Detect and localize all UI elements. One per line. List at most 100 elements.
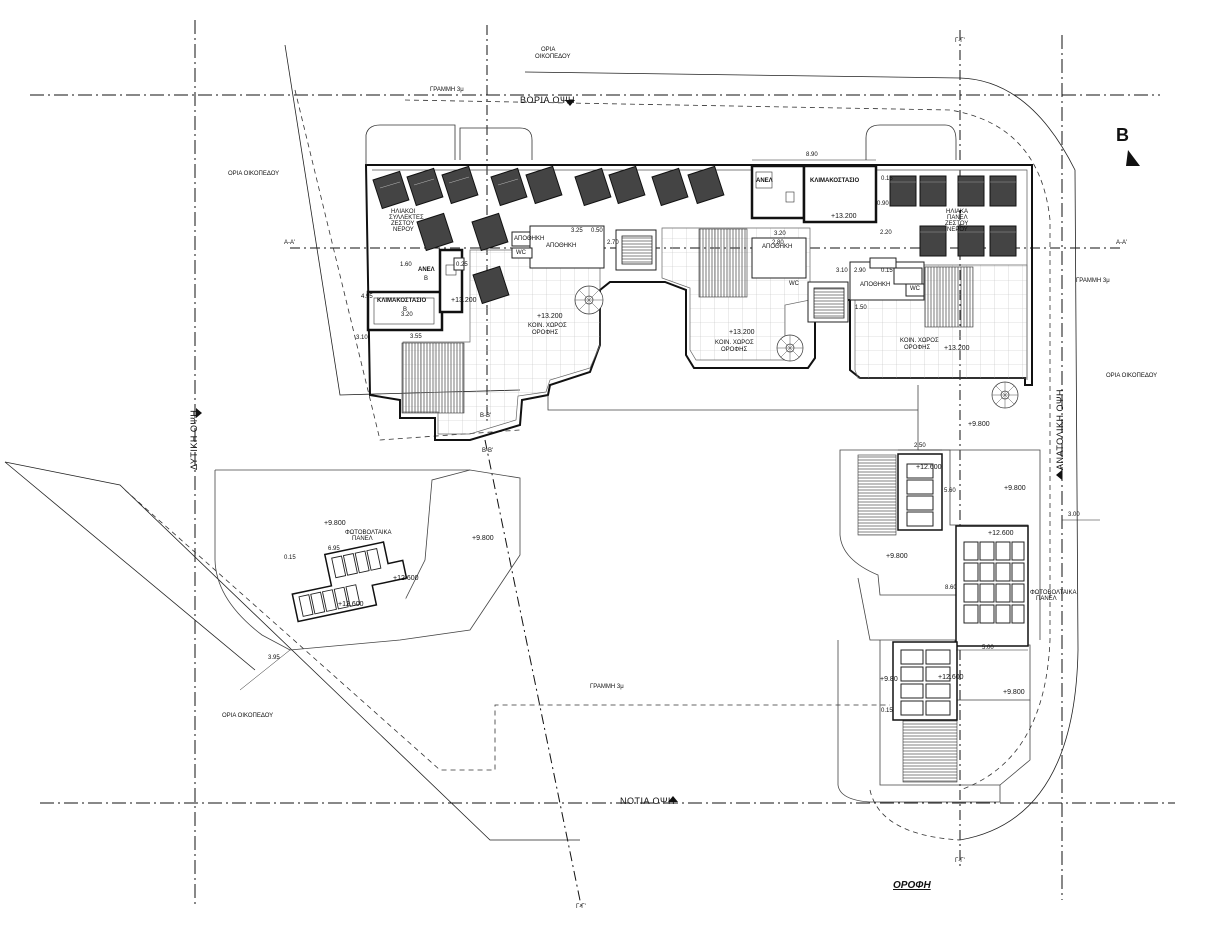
storage-label-4: ΑΠΟΘΗΚΗ	[514, 236, 545, 242]
level-mark: +9.800	[1003, 689, 1025, 696]
level-mark: +9.800	[324, 520, 346, 527]
setback-label-right: ΓΡΑΜΜΗ 3μ	[1076, 278, 1110, 284]
section-marker-d-bottom: Γ-Γ'	[576, 904, 586, 910]
skylight-left	[284, 532, 408, 629]
wc-label-2: WC	[789, 281, 799, 287]
solar-right-label-2: ΠΑΝΕΛ	[947, 215, 968, 221]
level-mark: +12.600	[938, 674, 964, 681]
dimension-text: 3.00	[1068, 512, 1080, 518]
dimension-text: 8.60	[945, 585, 957, 591]
dimension-text: 2.50	[914, 443, 926, 449]
solar-left-label-3: ΖΕΣΤΟΥ	[391, 221, 415, 227]
dimension-text: 3.55	[410, 334, 422, 340]
solar-panels-right	[889, 175, 1017, 257]
dimension-text: 0.50	[591, 228, 603, 234]
axis-lines	[30, 20, 1175, 911]
stair-right-label: ΚΛΙΜΑΚΟΣΤΑΣΙΟ	[810, 178, 860, 184]
plot-boundary-label-right: ΟΡΙΑ ΟΙΚΟΠΕΔΟΥ	[1106, 373, 1158, 379]
lift-left-sub: B	[424, 276, 429, 282]
view-south-label: ΝΟΤΙΑ ΟΨΗ	[620, 796, 676, 806]
stair-left-sub: B	[403, 307, 408, 313]
dimension-lines	[239, 159, 1100, 691]
dimension-text: 2.90	[854, 268, 866, 274]
roof-garden-right-1: ΚΟΙΝ. ΧΩΡΟΣ	[900, 338, 939, 344]
level-mark: +9.800	[472, 535, 494, 542]
view-north-label: ΒΟΡΙΑ ΟΨΗ	[520, 95, 576, 105]
dimension-text: 0.15	[881, 176, 893, 182]
wc-label-3: WC	[910, 286, 920, 292]
solar-right-label-1: ΗΛΙΑΚΑ	[946, 209, 969, 215]
view-west-label: ΔΥΤΙΚΗ ΟΨΗ	[189, 409, 199, 470]
plot-boundary-label-left: ΟΡΙΑ ΟΙΚΟΠΕΔΟΥ	[228, 171, 280, 177]
dimension-text: 5.60	[944, 488, 956, 494]
level-mark: +12.600	[988, 530, 1014, 537]
level-mark: +13.200	[537, 313, 563, 320]
storage-label-3: ΑΠΟΘΗΚΗ	[860, 282, 891, 288]
level-mark: +13.200	[451, 297, 477, 304]
section-marker-a-right: A-A'	[1116, 240, 1128, 246]
dimension-text: 3.20	[401, 312, 413, 318]
pv-e-label-2: ΠΑΝΕΛ	[1036, 596, 1057, 602]
plot-boundary-label-top-2: ΟΙΚΟΠΕΔΟΥ	[535, 54, 571, 60]
section-arrows	[196, 100, 1140, 802]
storage-label-1: ΑΠΟΘΗΚΗ	[546, 243, 577, 249]
dimension-text: 3.25	[571, 228, 583, 234]
dimension-text: 3.20	[774, 231, 786, 237]
dimension-text: 1.50	[855, 305, 867, 311]
vent-grilles	[621, 235, 845, 319]
solar-left-label-1: ΗΛΙΑΚΟΙ	[391, 209, 416, 215]
solar-collectors-left	[372, 165, 725, 305]
lift-left-label: ΑΝΕΛ	[418, 267, 435, 273]
level-mark: +13.200	[944, 345, 970, 352]
level-mark: +13.200	[729, 329, 755, 336]
level-mark: +12.600	[393, 575, 419, 582]
dimension-text: 2.20	[880, 230, 892, 236]
dimension-text: 1.60	[400, 262, 412, 268]
pv-panels-east	[963, 541, 1025, 624]
stair-cores	[366, 164, 878, 332]
roof-garden-mid-2: ΟΡΟΦΗΣ	[721, 347, 748, 353]
storage-label-2: ΑΠΟΘΗΚΗ	[762, 244, 793, 250]
roof-garden-left-1: ΚΟΙΝ. ΧΩΡΟΣ	[528, 323, 567, 329]
plot-boundary-label-bottom: ΟΡΙΑ ΟΙΚΟΠΕΔΟΥ	[222, 713, 274, 719]
stair-left-label: ΚΛΙΜΑΚΟΣΤΑΣΙΟ	[377, 298, 427, 304]
pv-sw-label-2: ΠΑΝΕΛ	[352, 536, 373, 542]
level-mark: +9.800	[886, 553, 908, 560]
level-mark: +9.80	[880, 676, 898, 683]
pv-e-label-1: ΦΩΤΟΒΟΛΤΑΙΚΑ	[1030, 590, 1077, 596]
solar-right-label-4: ΝΕΡΟΥ	[947, 227, 968, 233]
level-mark: +12.600	[338, 601, 364, 608]
dimension-text: 4.95	[361, 294, 373, 300]
dimension-text: 3.10	[836, 268, 848, 274]
view-east-label: ΑΝΑΤΟΛΙΚΗ ΟΨΗ	[1055, 388, 1065, 470]
dimension-text: 6.95	[328, 546, 340, 552]
level-mark: +12.600	[916, 464, 942, 471]
drawing-title: ΟΡΟΦΗ	[893, 880, 931, 891]
dimension-text: 5.00	[982, 645, 994, 651]
section-marker-c-top: Γ-Γ'	[955, 38, 965, 44]
section-marker-b-mid: B-B'	[482, 448, 494, 454]
roof-garden-mid-1: ΚΟΙΝ. ΧΩΡΟΣ	[715, 340, 754, 346]
solar-left-label-2: ΣΥΛΛΕΚΤΕΣ	[389, 215, 424, 221]
plot-boundary-label-top: ΟΡΙΑ	[541, 47, 556, 53]
dimension-text: 2.80	[772, 240, 784, 246]
wc-label-1: WC	[516, 250, 526, 256]
lower-level-outline	[214, 385, 1041, 803]
lower-stairs	[857, 454, 958, 783]
dimension-text: 8.90	[806, 152, 818, 158]
pv-sw-label-1: ΦΩΤΟΒΟΛΤΑΙΚΑ	[345, 530, 392, 536]
roof-garden-right-2: ΟΡΟΦΗΣ	[904, 345, 931, 351]
dimension-text: 0.15	[284, 555, 296, 561]
dimension-text: 3.95	[268, 655, 280, 661]
solar-left-label-4: ΝΕΡΟΥ	[393, 227, 414, 233]
dimension-text: 2.70	[607, 240, 619, 246]
solar-right-label-3: ΖΕΣΤΟΥ	[945, 221, 969, 227]
level-mark: +9.800	[968, 421, 990, 428]
dimension-text: 0.90	[877, 201, 889, 207]
level-mark: +13.200	[831, 213, 857, 220]
section-marker-a-left: A-A'	[284, 240, 296, 246]
dimension-text: 0.15	[881, 268, 893, 274]
section-marker-c-bottom: Γ-Γ'	[955, 858, 965, 864]
level-mark: +9.800	[1004, 485, 1026, 492]
